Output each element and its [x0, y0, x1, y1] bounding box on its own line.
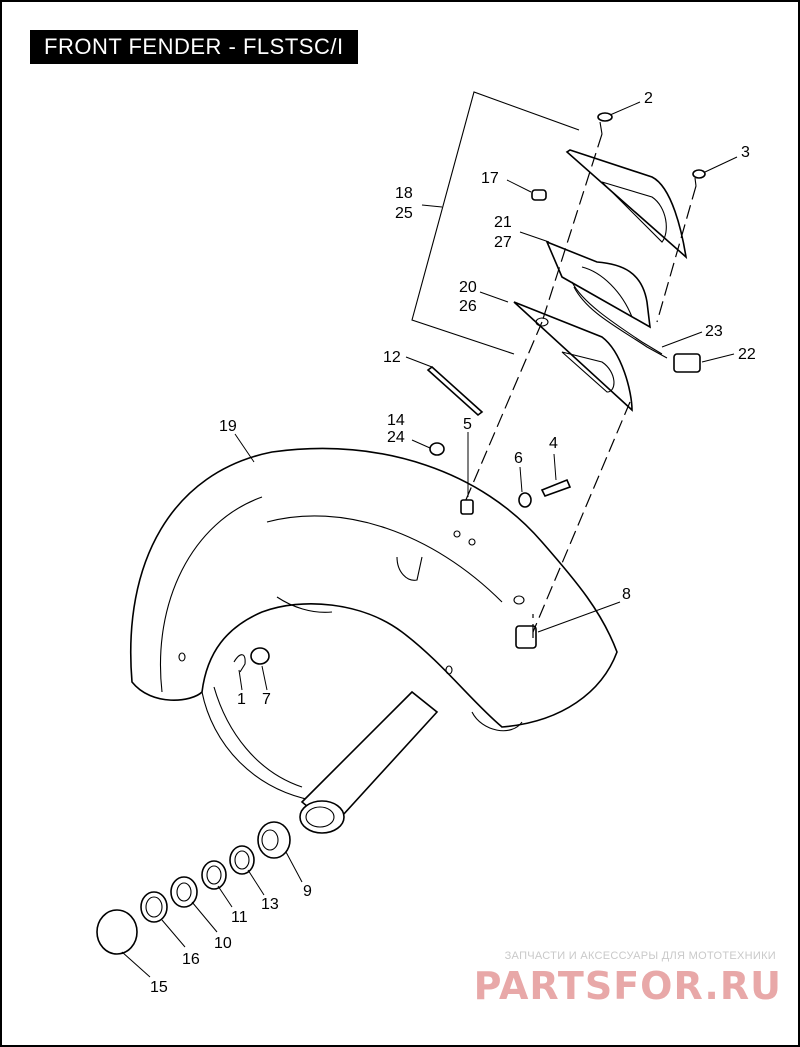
callout-23: 23: [705, 323, 723, 340]
front-fender: [130, 447, 618, 803]
callout-25: 25: [395, 205, 413, 222]
connector: [673, 353, 701, 373]
clip-1: [233, 654, 246, 673]
callout-16: 16: [182, 951, 200, 968]
callout-21: 21: [494, 214, 512, 231]
callout-12: 12: [383, 349, 401, 366]
screw-2: [597, 112, 613, 135]
lamp-bezel: [565, 149, 688, 260]
callout-6: 6: [514, 450, 523, 467]
callout-14: 14: [387, 412, 405, 429]
bolt-4: [540, 478, 572, 497]
lamp-housing: [545, 240, 668, 359]
nut-5: [460, 499, 474, 515]
grommet-14: [429, 442, 445, 456]
bearing-9: [257, 821, 291, 859]
cap-15: [96, 909, 138, 955]
callout-labels: 2 3 17 18 25 21 27 20 26 23 22 12 14 24 …: [150, 90, 756, 996]
lamp-gasket: [513, 301, 633, 412]
callout-3: 3: [741, 144, 750, 161]
callout-19: 19: [219, 418, 237, 435]
callout-8: 8: [622, 586, 631, 603]
ring-13: [229, 845, 255, 875]
screw-3: [692, 169, 706, 187]
callout-22: 22: [738, 346, 756, 363]
callout-27: 27: [494, 234, 512, 251]
seal-10: [170, 876, 198, 908]
callout-9: 9: [303, 883, 312, 900]
bulb-17: [531, 189, 547, 201]
washer-6: [518, 492, 532, 508]
cable-strap-12: [426, 365, 484, 417]
watermark-logo: PARTSFOR.RU: [473, 964, 782, 1008]
callout-1: 1: [237, 691, 246, 708]
assembly-lines: [464, 133, 697, 638]
callout-15: 15: [150, 979, 168, 996]
callout-17: 17: [481, 170, 499, 187]
watermark-subtitle: ЗАПЧАСТИ И АКСЕССУАРЫ ДЛЯ МОТОТЕХНИКИ: [504, 950, 776, 962]
ring-16: [140, 891, 168, 923]
assembly-bracket: [411, 91, 580, 355]
page-title: FRONT FENDER - FLSTSC/I: [30, 30, 358, 64]
callout-18: 18: [395, 185, 413, 202]
fork-leg: [299, 690, 439, 834]
locknut-7: [250, 647, 270, 665]
callout-26: 26: [459, 298, 477, 315]
callout-13: 13: [261, 896, 279, 913]
callout-2: 2: [644, 90, 653, 107]
callout-24: 24: [387, 429, 405, 446]
callout-20: 20: [459, 279, 477, 296]
callout-10: 10: [214, 935, 232, 952]
callout-11: 11: [231, 909, 248, 926]
callout-7: 7: [262, 691, 271, 708]
clip-nut-8: [515, 625, 537, 649]
leader-lines: [121, 101, 738, 978]
callout-5: 5: [463, 416, 472, 433]
callout-4: 4: [549, 435, 558, 452]
ring-11: [201, 860, 227, 890]
